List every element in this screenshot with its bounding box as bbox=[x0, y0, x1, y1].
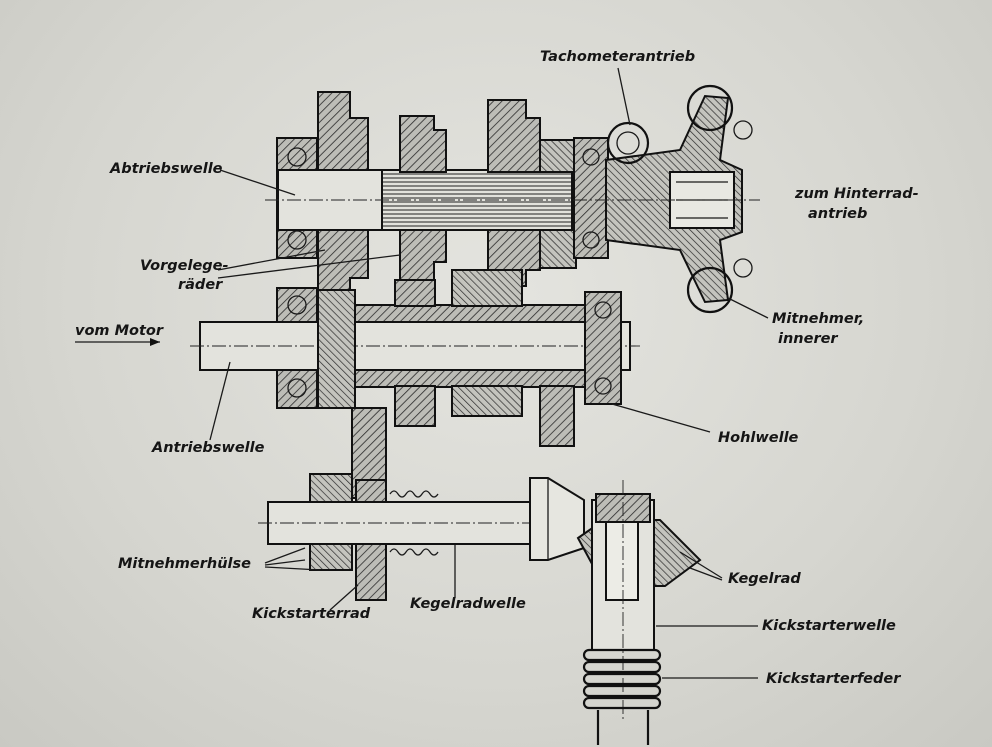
countershaft-gear-a bbox=[394, 279, 436, 307]
driver-roller-bottom bbox=[686, 266, 734, 314]
kickstarter-spring bbox=[582, 648, 662, 745]
label-driver-inner-1: Mitnehmer, bbox=[772, 311, 864, 327]
input-shaft-assembly bbox=[190, 269, 640, 447]
bearing-input-right bbox=[584, 291, 622, 405]
clutch-gear bbox=[317, 289, 356, 409]
tachometer-gear bbox=[606, 121, 650, 165]
output-gear-2 bbox=[399, 115, 447, 173]
label-to-rear-wheel-drive-1: zum Hinterrad- bbox=[794, 186, 919, 202]
label-tachometer-drive: Tachometerantrieb bbox=[540, 49, 695, 65]
label-driver-inner-2: innerer bbox=[778, 331, 838, 347]
label-driver-sleeve: Mitnehmerhülse bbox=[118, 556, 251, 572]
label-bevel-gear-shaft: Kegelradwelle bbox=[410, 596, 526, 612]
driver-roller-top bbox=[686, 84, 734, 132]
hollow-shaft bbox=[354, 304, 586, 323]
ball-output-left-top bbox=[287, 147, 307, 167]
output-gear-3 bbox=[487, 99, 541, 173]
label-input-shaft: Antriebswelle bbox=[151, 440, 265, 456]
label-kickstarter-spring: Kickstarterfeder bbox=[766, 671, 901, 687]
bearing-output-right bbox=[573, 137, 609, 259]
label-kickstarter-shaft: Kickstarterwelle bbox=[762, 618, 896, 634]
countershaft-gear-b bbox=[451, 269, 523, 307]
kickstarter-assembly bbox=[258, 407, 702, 745]
output-gear-4 bbox=[539, 139, 577, 173]
countershaft-gear-c bbox=[539, 385, 575, 447]
output-gear-1 bbox=[317, 91, 369, 173]
label-to-rear-wheel-drive-2: antrieb bbox=[808, 206, 867, 222]
output-shaft-assembly bbox=[265, 84, 760, 314]
label-bevel-gear: Kegelrad bbox=[728, 571, 801, 587]
bevel-pinion bbox=[529, 477, 585, 561]
labels: Tachometerantrieb Abtriebswelle zum Hint… bbox=[75, 49, 919, 687]
label-countershaft-gears-1: Vorgelege- bbox=[140, 258, 229, 274]
leader-lines bbox=[75, 67, 769, 679]
driver-sleeve bbox=[309, 473, 353, 505]
label-from-engine: vom Motor bbox=[75, 323, 164, 339]
label-kickstarter-gear: Kickstarterrad bbox=[252, 606, 371, 622]
label-hollow-shaft: Hohlwelle bbox=[718, 430, 799, 446]
label-output-shaft: Abtriebswelle bbox=[109, 161, 223, 177]
label-countershaft-gears-2: räder bbox=[178, 277, 223, 293]
